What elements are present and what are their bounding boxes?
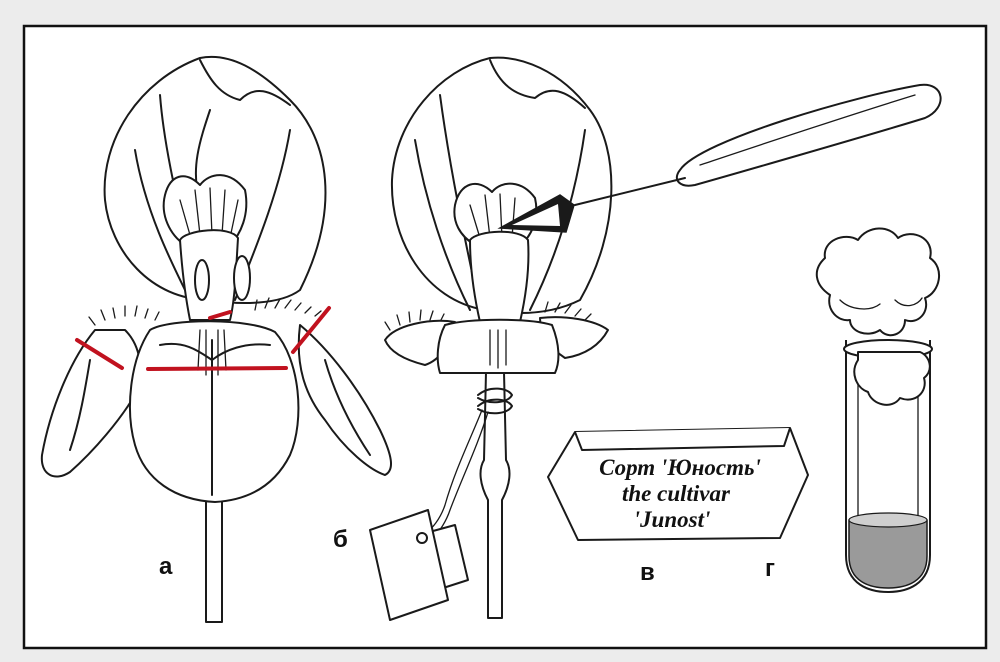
- flower-a-anther-right: [234, 256, 250, 300]
- label-g: г: [765, 555, 775, 582]
- cut-mark-center: [148, 368, 286, 369]
- label-v: в: [640, 559, 655, 586]
- tag-line-2: the cultivar: [622, 481, 731, 506]
- flower-a-central-fall: [130, 321, 298, 502]
- flower-a-anther-left: [195, 260, 209, 300]
- flower-b-style: [470, 232, 528, 322]
- cultivar-label-tag: Сорт 'Юность' the cultivar 'Junost': [548, 428, 808, 540]
- tag-line-3: 'Junost': [634, 507, 711, 532]
- paper-tag-hole: [417, 533, 427, 543]
- tag-line-1: Сорт 'Юность': [599, 455, 761, 480]
- label-a: а: [159, 553, 173, 580]
- flower-a-stem: [206, 490, 222, 622]
- label-b: б: [333, 526, 348, 553]
